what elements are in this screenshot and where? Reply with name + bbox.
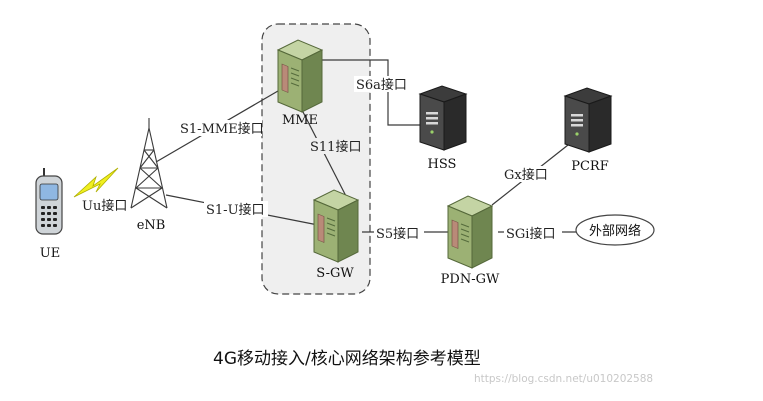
pdngw-server-icon: [447, 195, 493, 269]
s11-interface-label: S11接口: [310, 139, 361, 155]
radio-link-icon: [73, 167, 119, 198]
watermark-text: https://blog.csdn.net/u010202588: [474, 373, 653, 385]
mme-label: MME: [282, 113, 318, 128]
s5-interface-label: S5接口: [376, 226, 419, 242]
sgw-label: S-GW: [316, 266, 354, 281]
link-s6a: [320, 59, 420, 126]
pcrf-label: PCRF: [571, 159, 609, 174]
external-network-ellipse: [575, 214, 655, 246]
hss-server-icon: [419, 85, 467, 151]
diagram-caption: 4G移动接入/核心网络架构参考模型: [213, 349, 481, 369]
tower-icon: [130, 118, 168, 209]
mme-server-icon: [277, 39, 323, 113]
s1-u-interface-label: S1-U接口: [206, 202, 265, 218]
gx-interface-label: Gx接口: [504, 167, 548, 183]
phone-icon: [35, 168, 63, 235]
sgi-interface-label: SGi接口: [506, 226, 555, 242]
sgw-server-icon: [313, 189, 359, 263]
enb-label: eNB: [137, 218, 166, 233]
pdngw-label: PDN-GW: [441, 272, 500, 287]
external-network-label: 外部网络: [589, 223, 641, 239]
pcrf-server-icon: [564, 87, 612, 153]
uu-interface-label: Uu接口: [82, 198, 127, 214]
link-s11: [301, 109, 349, 201]
s1-mme-interface-label: S1-MME接口: [180, 121, 264, 137]
ue-label: UE: [40, 246, 60, 261]
s6a-interface-label: S6a接口: [356, 77, 407, 93]
hss-label: HSS: [428, 157, 457, 172]
